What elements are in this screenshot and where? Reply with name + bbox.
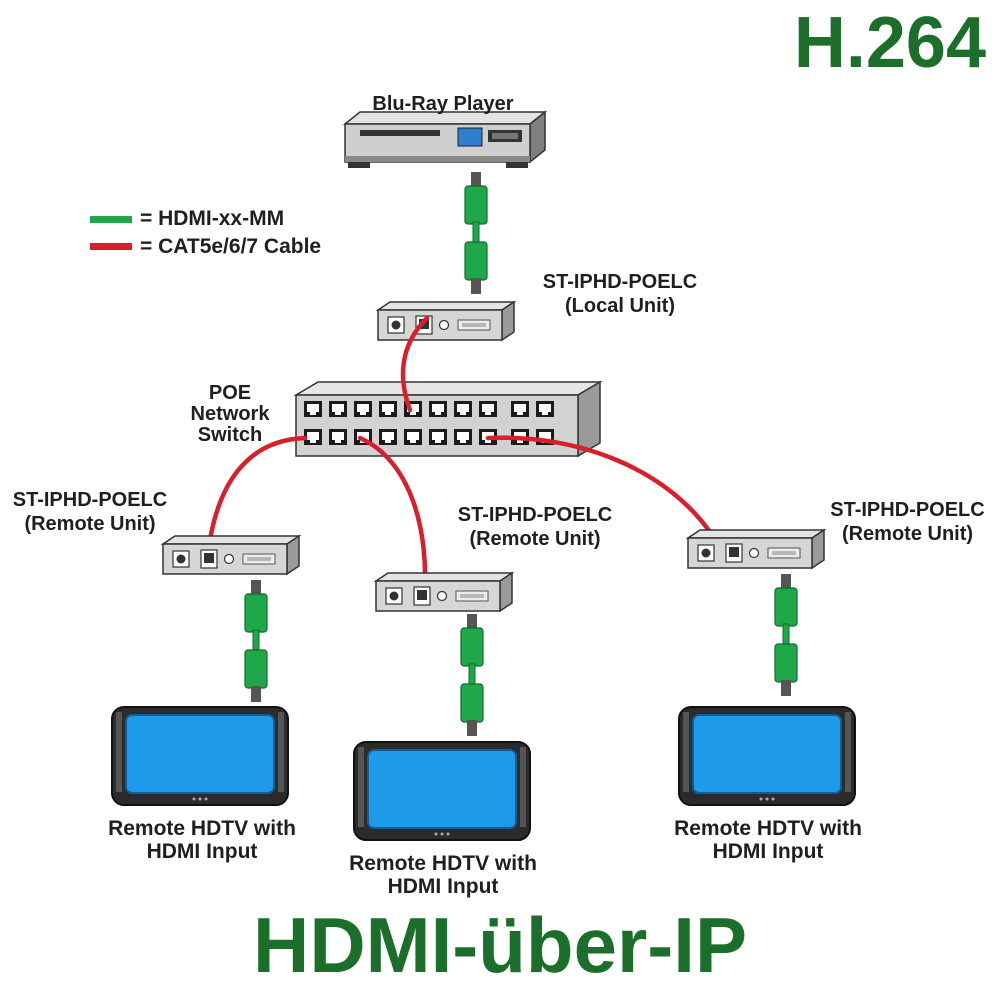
remote-left-label: ST-IPHD-POELC (Remote Unit)	[0, 490, 180, 535]
switch-port	[454, 401, 472, 417]
tv-right-line2: HDMI Input	[712, 840, 824, 864]
legend-cat-swatch	[90, 243, 132, 250]
title-h264: H.264	[793, 3, 986, 83]
switch-label-line1: POE	[208, 382, 252, 404]
switch-label-line3: Switch	[197, 424, 263, 446]
hdmi-cable-left	[244, 579, 268, 703]
local-unit-icon	[377, 301, 515, 341]
switch-port	[354, 401, 372, 417]
remote-right-role: (Remote Unit)	[841, 523, 974, 545]
remote-unit-left-icon	[162, 535, 300, 575]
remote-unit-right-icon	[687, 529, 825, 569]
legend-hdmi-swatch	[90, 216, 132, 223]
tv-left-line1: Remote HDTV with	[108, 817, 296, 840]
remote-left-model: ST-IPHD-POELC	[12, 489, 168, 511]
cat-cable-local	[400, 315, 430, 413]
switch-port	[379, 401, 397, 417]
subtitle-hdmi-ueber-ip: HDMI-über-IP	[253, 901, 747, 989]
switch-port	[429, 429, 447, 445]
poe-switch-icon	[293, 380, 603, 458]
tv-left-icon	[111, 706, 289, 806]
tv-center-label: Remote HDTV with HDMI Input	[313, 852, 573, 899]
switch-port	[404, 429, 422, 445]
local-unit-label: ST-IPHD-POELC (Local Unit)	[520, 272, 720, 317]
source-label: Blu-Ray Player	[372, 93, 514, 115]
tv-center-line1: Remote HDTV with	[349, 852, 537, 875]
hdmi-cable-source	[464, 171, 488, 295]
switch-port	[329, 401, 347, 417]
local-unit-role: (Local Unit)	[565, 295, 675, 317]
switch-port	[429, 401, 447, 417]
tv-center-line2: HDMI Input	[387, 875, 499, 899]
tv-right-icon	[678, 706, 856, 806]
hdmi-cable-right	[774, 573, 798, 697]
switch-port	[536, 401, 554, 417]
tv-right-line1: Remote HDTV with	[674, 817, 862, 840]
remote-unit-center-icon	[375, 572, 513, 612]
remote-right-label: ST-IPHD-POELC (Remote Unit)	[815, 500, 1000, 545]
switch-label: POE Network Switch	[170, 383, 290, 446]
blu-ray-player-icon	[342, 110, 548, 168]
remote-center-model: ST-IPHD-POELC	[457, 504, 613, 526]
tv-center-icon	[353, 741, 531, 841]
switch-port	[479, 401, 497, 417]
tv-left-line2: HDMI Input	[146, 840, 258, 864]
legend-cat-label: = CAT5e/6/7 Cable	[140, 235, 322, 258]
cat-cable-left	[204, 435, 308, 565]
switch-port	[454, 429, 472, 445]
tv-right-label: Remote HDTV with HDMI Input	[638, 817, 898, 864]
remote-center-role: (Remote Unit)	[469, 528, 601, 550]
switch-port	[511, 401, 529, 417]
cat-cable-right	[485, 435, 715, 538]
switch-port	[379, 429, 397, 445]
local-unit-model: ST-IPHD-POELC	[542, 271, 698, 293]
hdmi-cable-center	[460, 613, 484, 737]
remote-center-label: ST-IPHD-POELC (Remote Unit)	[435, 505, 635, 550]
remote-right-model: ST-IPHD-POELC	[830, 499, 985, 521]
cat-cables	[204, 315, 715, 603]
tv-left-label: Remote HDTV with HDMI Input	[72, 817, 332, 864]
switch-port	[329, 429, 347, 445]
switch-port	[304, 401, 322, 417]
legend-hdmi-label: = HDMI-xx-MM	[140, 207, 285, 230]
switch-label-line2: Network	[190, 403, 270, 425]
remote-left-role: (Remote Unit)	[24, 513, 156, 535]
